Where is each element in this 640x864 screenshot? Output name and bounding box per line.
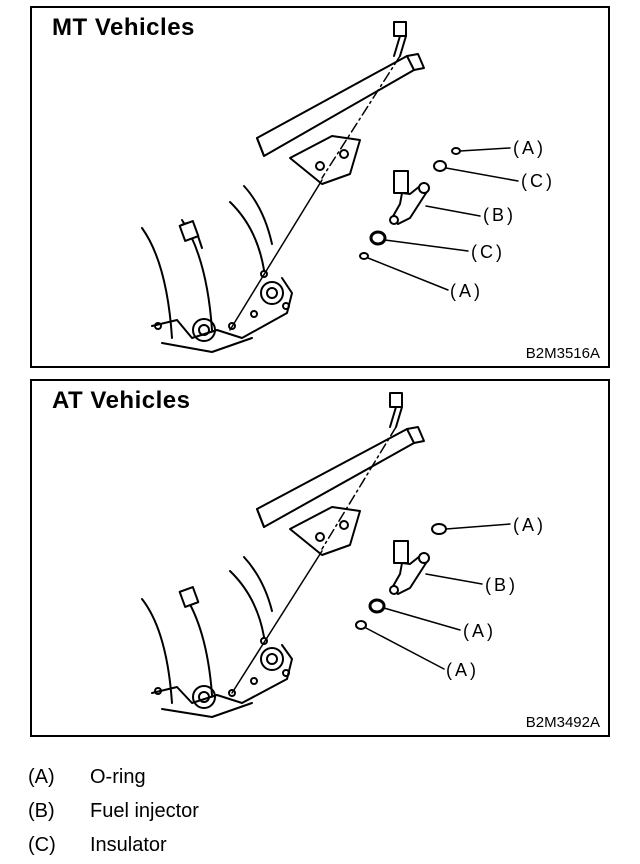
legend-label: O-ring xyxy=(90,765,146,788)
mt-fuel-rail xyxy=(256,53,425,157)
at-rail-bracket xyxy=(289,506,361,556)
mt-assembly-line xyxy=(229,179,323,331)
at-exploded-diagram: (A) (B) (A) (A) xyxy=(141,392,546,718)
mt-o-ring-upper xyxy=(451,147,461,155)
at-leader-lines xyxy=(365,523,511,670)
at-assembly-line xyxy=(231,550,323,694)
legend-item: (B) Fuel injector xyxy=(28,794,199,828)
mt-center-line xyxy=(321,55,401,179)
mt-callout-a-lower: (A) xyxy=(450,281,483,301)
mt-callout-a-upper: (A) xyxy=(513,138,546,158)
mt-bolt xyxy=(393,21,407,57)
mt-leader-lines xyxy=(367,147,519,291)
mt-fuel-injector xyxy=(389,170,430,225)
at-panel-title: AT Vehicles xyxy=(52,387,191,414)
legend-key: (B) xyxy=(28,799,55,822)
at-fuel-rail xyxy=(256,426,425,528)
mt-callout-c-lower: (C) xyxy=(471,242,505,262)
legend-label: Fuel injector xyxy=(90,799,199,822)
mt-exploded-diagram: (A) (C) (B) (C) (A) xyxy=(141,21,555,353)
mt-callout-c-upper: (C) xyxy=(521,171,555,191)
mt-panel-title: MT Vehicles xyxy=(52,14,195,41)
at-center-line xyxy=(321,426,397,550)
at-fuel-injector xyxy=(389,540,430,595)
mt-vehicles-panel: MT Vehicles xyxy=(30,6,610,368)
at-o-ring-lower xyxy=(355,620,367,630)
mt-insulator-upper xyxy=(433,160,447,172)
at-callout-a-middle: (A) xyxy=(463,621,496,641)
legend-item: (C) Insulator xyxy=(28,828,199,862)
mt-intake-manifold xyxy=(141,185,293,353)
at-callout-a-upper: (A) xyxy=(513,515,546,535)
legend-key: (C) xyxy=(28,833,56,856)
mt-rail-bracket xyxy=(289,135,361,185)
at-figure-code: B2M3492A xyxy=(525,714,600,731)
mt-insulator-lower xyxy=(369,230,387,246)
legend-key: (A) xyxy=(28,765,55,788)
at-intake-manifold xyxy=(141,556,293,718)
legend-label: Insulator xyxy=(90,833,167,856)
mt-o-ring-lower xyxy=(359,252,369,260)
at-vehicles-panel: AT Vehicles xyxy=(30,379,610,737)
mt-callout-b: (B) xyxy=(483,205,516,225)
parts-legend: (A) O-ring (B) Fuel injector (C) Insulat… xyxy=(28,760,199,862)
at-bolt xyxy=(389,392,403,428)
at-callout-b: (B) xyxy=(485,575,518,595)
at-o-ring-upper xyxy=(431,523,447,535)
mt-figure-code: B2M3516A xyxy=(525,345,600,362)
legend-item: (A) O-ring xyxy=(28,760,199,794)
at-callout-a-lower: (A) xyxy=(446,660,479,680)
at-o-ring-middle xyxy=(368,598,386,614)
